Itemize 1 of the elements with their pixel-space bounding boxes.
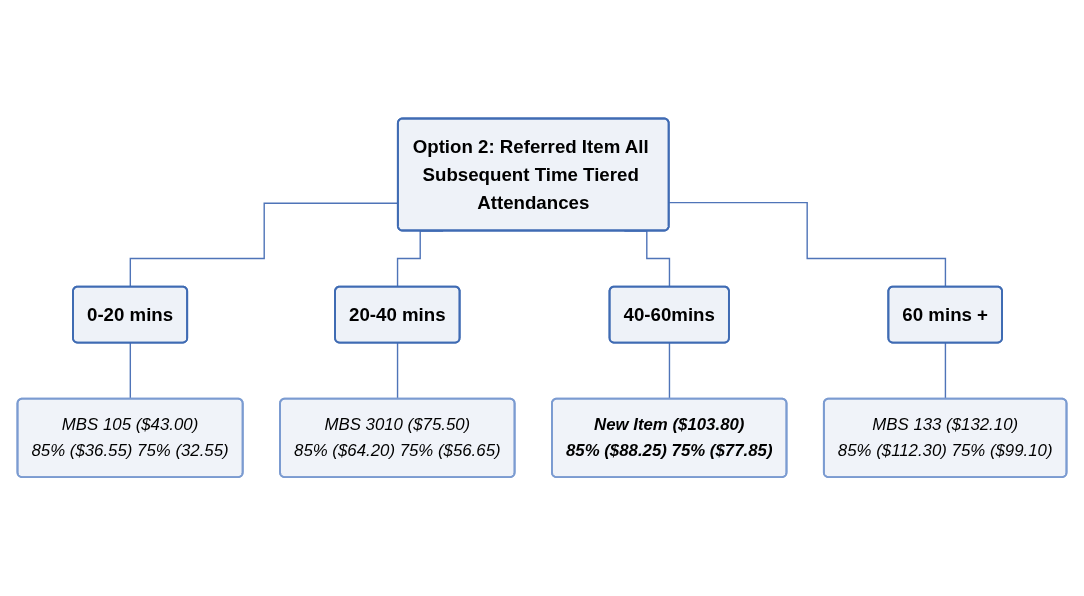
connector (668, 202, 947, 288)
